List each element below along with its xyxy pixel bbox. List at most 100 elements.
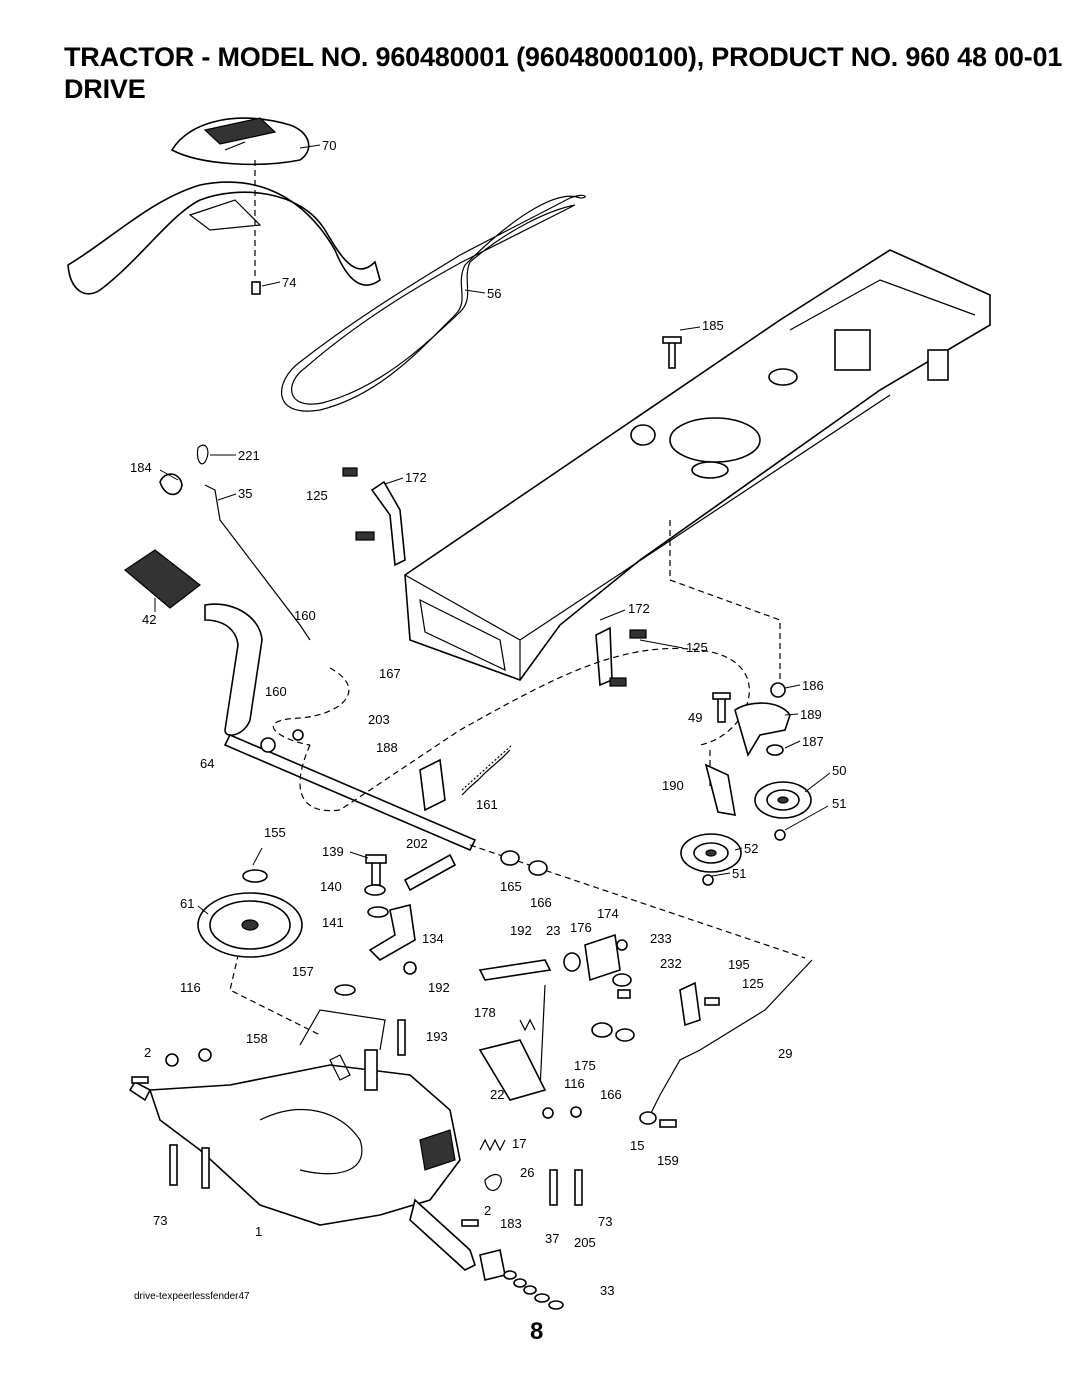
callout-172: 172 xyxy=(405,470,427,485)
ring-205 xyxy=(534,1293,550,1303)
bushing-175 xyxy=(591,1022,613,1038)
callout-232: 232 xyxy=(660,956,682,971)
callout-2b: 2 xyxy=(484,1203,491,1218)
callout-17: 17 xyxy=(512,1136,526,1151)
fender xyxy=(67,181,381,295)
pivot-bracket xyxy=(419,758,446,812)
callout-155: 155 xyxy=(264,825,286,840)
nut-51b xyxy=(702,874,714,886)
callout-202: 202 xyxy=(406,836,428,851)
washer-166b xyxy=(615,1028,635,1042)
callout-193: 193 xyxy=(426,1029,448,1044)
callout-50: 50 xyxy=(832,763,846,778)
callout-29: 29 xyxy=(778,1046,792,1061)
spring-26 xyxy=(484,1173,502,1192)
tractor-frame xyxy=(404,249,991,681)
callout-49: 49 xyxy=(688,710,702,725)
callout-116: 116 xyxy=(180,980,201,995)
bracket-lower xyxy=(595,626,647,687)
spring-161 xyxy=(461,744,513,796)
callout-141: 141 xyxy=(322,915,344,930)
leader-lines xyxy=(154,144,831,915)
callout-116b: 116 xyxy=(564,1076,585,1091)
callout-51: 51 xyxy=(832,796,846,811)
callout-184: 184 xyxy=(130,460,152,475)
callout-172b: 172 xyxy=(628,601,650,616)
callout-51b: 51 xyxy=(732,866,746,881)
idler-arm xyxy=(712,692,791,757)
callout-158: 158 xyxy=(246,1031,268,1046)
washer-157 xyxy=(334,984,356,996)
callout-160b: 160 xyxy=(265,684,287,699)
cross-shaft xyxy=(223,729,477,852)
callout-52: 52 xyxy=(744,841,758,856)
callout-73b: 73 xyxy=(598,1214,612,1229)
callout-186: 186 xyxy=(802,678,824,693)
callout-1: 1 xyxy=(255,1224,262,1239)
rod-29 xyxy=(649,959,813,1116)
callout-166b: 166 xyxy=(600,1087,622,1102)
callout-140: 140 xyxy=(320,879,342,894)
shift-lever xyxy=(478,959,552,1101)
callout-192: 192 xyxy=(510,923,532,938)
callout-125c: 125 xyxy=(742,976,764,991)
callout-125: 125 xyxy=(306,488,328,503)
callout-205: 205 xyxy=(574,1235,596,1250)
callout-167: 167 xyxy=(379,666,401,681)
washer-232 xyxy=(612,973,632,987)
bracket-upper xyxy=(342,467,406,567)
callout-2: 2 xyxy=(144,1045,151,1060)
callout-56: 56 xyxy=(487,286,501,301)
bracket-134 xyxy=(368,904,416,961)
bracket-190 xyxy=(704,763,736,816)
callout-125b: 125 xyxy=(686,640,708,655)
spring-178 xyxy=(519,1018,536,1032)
callout-187: 187 xyxy=(802,734,824,749)
callout-42: 42 xyxy=(142,612,156,627)
clip xyxy=(196,444,209,465)
bolt-139 xyxy=(365,854,387,886)
nuts-116 xyxy=(165,1048,582,1119)
nut-192 xyxy=(403,961,417,975)
page-title: TRACTOR - MODEL NO. 960480001 (960480001… xyxy=(64,42,1063,72)
section-title: DRIVE xyxy=(64,74,146,104)
frame-bolt xyxy=(662,336,682,369)
callout-175: 175 xyxy=(574,1058,596,1073)
pedal-pad xyxy=(124,549,201,609)
page-number: 8 xyxy=(530,1318,544,1345)
callout-190: 190 xyxy=(662,778,684,793)
link-202 xyxy=(403,853,457,892)
pulley-50 xyxy=(754,781,812,819)
bolt-125c xyxy=(704,997,720,1006)
callout-160: 160 xyxy=(294,608,316,623)
washer-140 xyxy=(364,884,386,896)
brake-rod xyxy=(204,484,311,641)
callout-233: 233 xyxy=(650,931,672,946)
diagram-caption: drive-texpeerlessfender47 xyxy=(134,1291,250,1302)
callout-166: 166 xyxy=(530,895,552,910)
bolt-233 xyxy=(616,939,628,951)
callout-185: 185 xyxy=(702,318,724,333)
callout-178: 178 xyxy=(474,1005,496,1020)
drive-belt xyxy=(280,194,586,412)
bolt-159 xyxy=(659,1119,677,1128)
callout-195: 195 xyxy=(728,957,750,972)
callout-22: 22 xyxy=(490,1087,504,1102)
callout-70: 70 xyxy=(322,138,336,153)
fender-console xyxy=(170,117,310,166)
bracket-176 xyxy=(584,933,621,982)
bolt-193 xyxy=(397,1019,406,1056)
callout-176: 176 xyxy=(570,920,592,935)
callout-74: 74 xyxy=(282,275,296,290)
hub-183 xyxy=(479,1249,506,1281)
callout-157: 157 xyxy=(292,964,314,979)
callout-61: 61 xyxy=(180,896,194,911)
callout-73: 73 xyxy=(153,1213,167,1228)
rod-158 xyxy=(299,1009,386,1051)
callout-23: 23 xyxy=(546,923,560,938)
washer-15 xyxy=(639,1111,657,1125)
callout-15: 15 xyxy=(630,1138,644,1153)
callout-174: 174 xyxy=(597,906,619,921)
callout-221: 221 xyxy=(238,448,260,463)
